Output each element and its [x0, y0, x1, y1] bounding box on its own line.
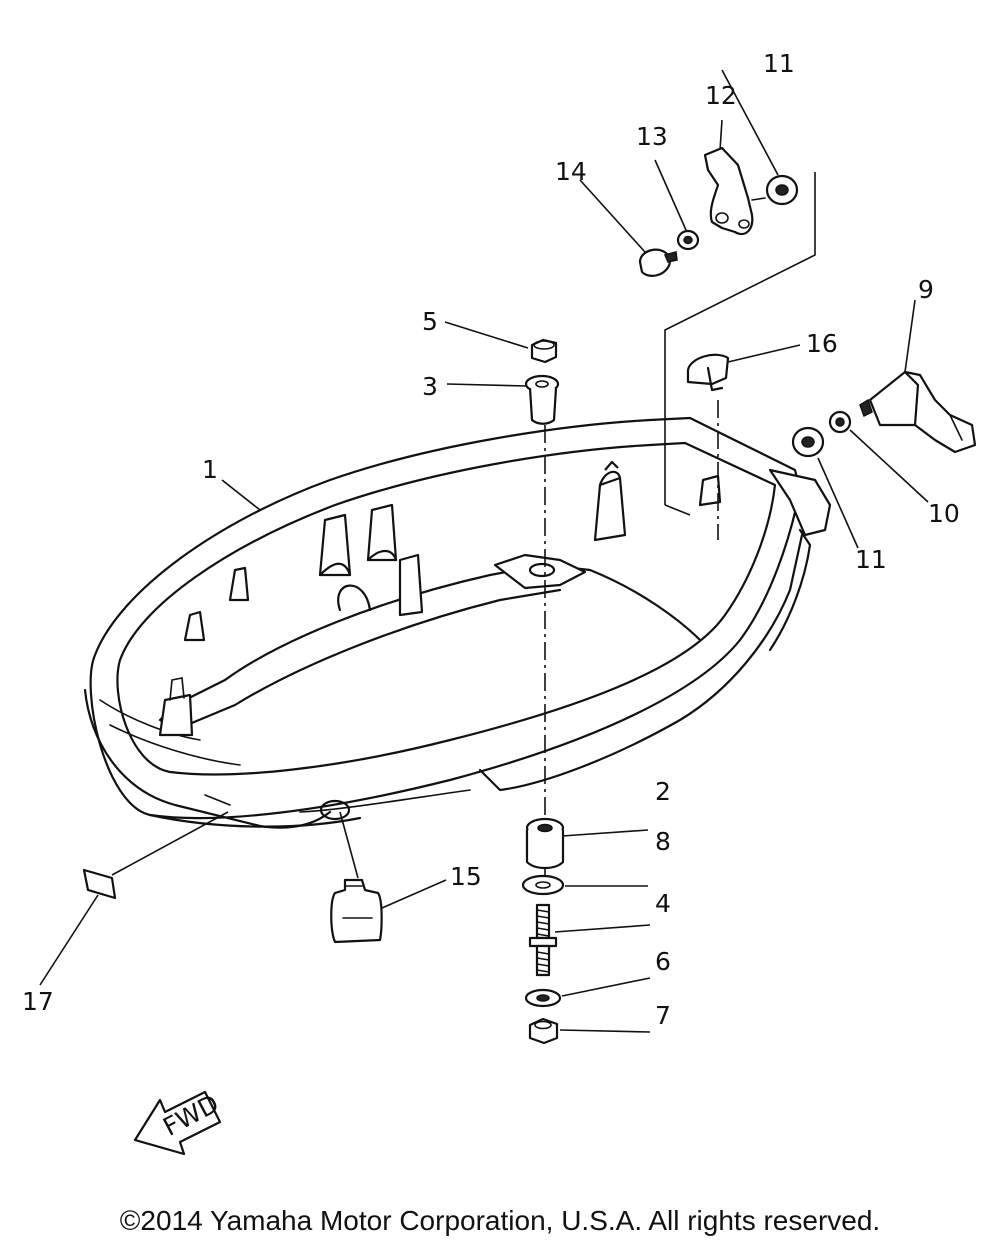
callout-17: 17	[22, 987, 54, 1016]
knob-14	[638, 248, 678, 277]
callout-8: 8	[655, 827, 671, 856]
oil-bottle-15	[330, 878, 383, 944]
bottom-cowling	[83, 416, 832, 829]
callout-15: 15	[450, 862, 482, 891]
callout-4: 4	[655, 889, 671, 918]
callout-10: 10	[928, 499, 960, 528]
callout-11-top: 11	[763, 49, 795, 78]
grommet-11-top	[765, 174, 799, 206]
callout-12: 12	[705, 81, 737, 110]
callout-1: 1	[202, 455, 218, 484]
clip-16	[686, 353, 730, 392]
fwd-arrow-icon: FWD	[133, 1089, 223, 1156]
callout-11-right: 11	[855, 545, 887, 574]
washer-8	[521, 874, 565, 896]
callout-2: 2	[655, 777, 671, 806]
stud-4	[528, 903, 558, 977]
washer-6	[524, 988, 562, 1008]
grommet-2	[525, 817, 565, 870]
nut-5	[530, 338, 558, 364]
link-bracket-lines	[664, 172, 816, 516]
callout-14: 14	[555, 157, 587, 186]
grommet-11-right	[791, 426, 825, 458]
lever-9	[859, 370, 977, 454]
callout-7: 7	[655, 1001, 671, 1030]
washer-13	[676, 229, 700, 251]
callout-9: 9	[918, 275, 934, 304]
callout-13: 13	[636, 122, 668, 151]
callout-6: 6	[655, 947, 671, 976]
lever-12	[703, 146, 766, 236]
leader-lines	[39, 69, 929, 1033]
callout-5: 5	[422, 307, 438, 336]
copyright-notice: ©2014 Yamaha Motor Corporation, U.S.A. A…	[119, 1205, 881, 1236]
parts-diagram: FWD 1 2 3 4 5 6 7 8 9 10 11 11 12 13 14 …	[22, 49, 977, 1156]
callout-16: 16	[806, 329, 838, 358]
nut-7	[528, 1017, 559, 1045]
label-17	[82, 868, 117, 900]
washer-10	[828, 410, 852, 434]
callout-3: 3	[422, 372, 438, 401]
collar-3	[524, 374, 560, 425]
